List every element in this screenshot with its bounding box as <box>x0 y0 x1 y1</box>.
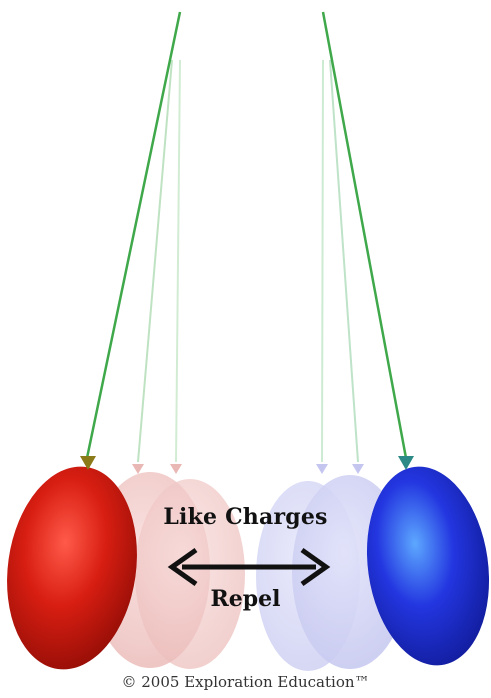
ghost-string-left-1 <box>138 60 172 462</box>
ghost-knot-red-2 <box>170 464 182 474</box>
ghost-string-right-1 <box>322 60 323 462</box>
label-repel: Repel <box>0 586 491 612</box>
copyright-notice: © 2005 Exploration Education™ <box>0 673 491 691</box>
ghost-knot-red-1 <box>132 464 144 474</box>
string-right <box>323 12 406 458</box>
ghost-strings <box>138 60 358 462</box>
label-like-charges: Like Charges <box>0 504 491 530</box>
ghost-knot-blue-2 <box>352 464 364 474</box>
ghost-knot-blue-1 <box>316 464 328 474</box>
ghost-string-left-2 <box>176 60 180 462</box>
string-left <box>87 12 180 458</box>
